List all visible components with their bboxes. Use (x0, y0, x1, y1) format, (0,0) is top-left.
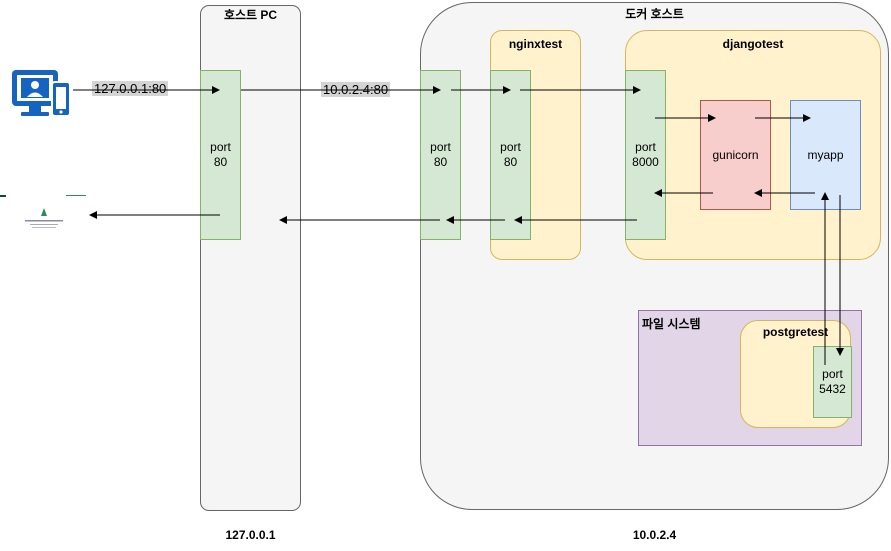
django-port-label: port 8000 (632, 140, 659, 169)
host-pc-ip: 127.0.0.1 (225, 528, 276, 542)
django-port (625, 70, 666, 240)
client-computer-icon (12, 70, 71, 117)
gunicorn-label: gunicorn (712, 148, 759, 162)
docker-host-port-label: port 80 (430, 140, 451, 169)
filesystem-title: 파일 시스템 (642, 317, 701, 331)
postgres-port-label: port 5432 (819, 367, 846, 396)
docker-host-port (420, 70, 461, 240)
nginx-port-label: port 80 (500, 140, 521, 169)
postgres-port (813, 346, 852, 418)
webpage-thumbnail-icon (0, 195, 86, 228)
docker-host-ip: 10.0.2.4 (632, 528, 677, 542)
edge-label-host-addr: 127.0.0.1:80 (92, 81, 169, 96)
docker-host-title: 도커 호스트 (625, 7, 684, 21)
nginx-title: nginxtest (508, 37, 563, 51)
postgres-title: postgretest (762, 325, 829, 339)
host-pc-port-label: port 80 (210, 140, 231, 169)
host-pc-title: 호스트 PC (223, 8, 278, 22)
django-title: djangotest (722, 37, 784, 51)
myapp-label: myapp (807, 148, 844, 162)
host-pc-port (200, 70, 241, 240)
nginx-port (490, 70, 531, 240)
